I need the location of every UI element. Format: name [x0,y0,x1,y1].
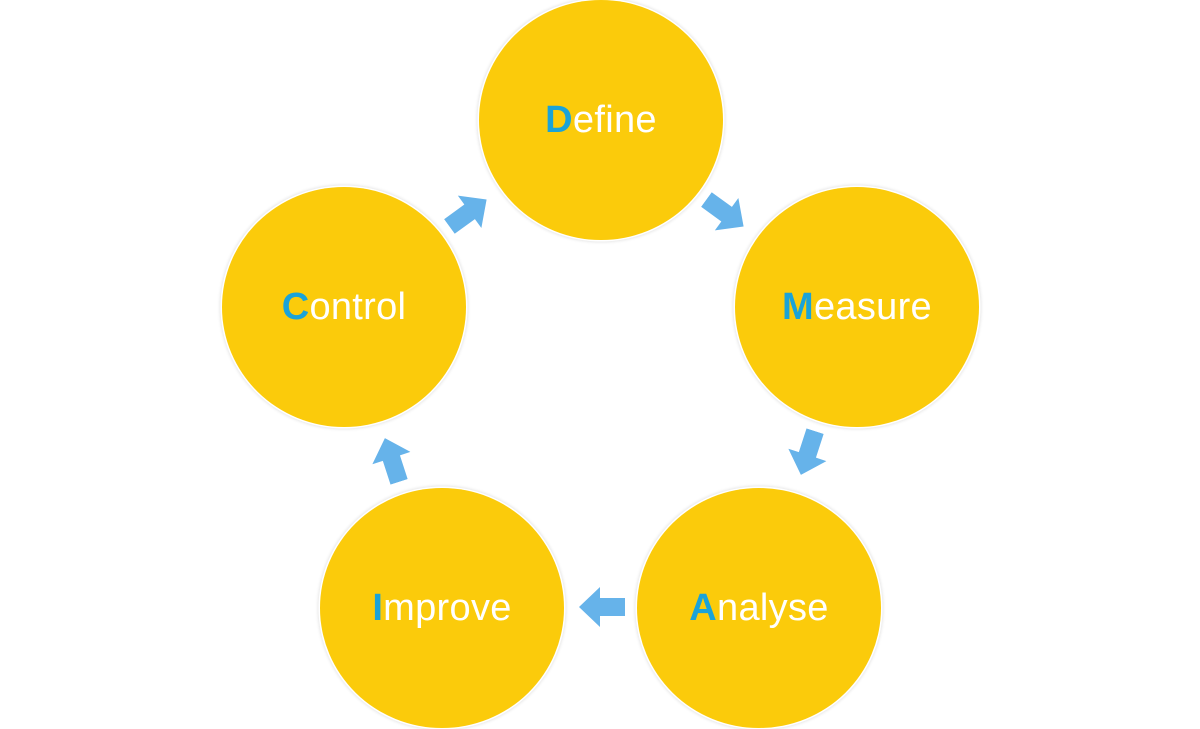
block-arrow-icon [444,195,487,234]
arrow-define-to-measure [695,183,756,242]
stage-control: Control [222,187,466,427]
stage-label: Define [545,101,657,139]
block-arrow-icon [579,587,625,627]
stage-initial-letter: C [281,286,310,328]
stage-label-rest: mprove [383,587,512,629]
stage-improve: Improve [320,488,564,728]
arrow-analyse-to-improve [579,587,625,627]
block-arrow-icon [788,428,827,475]
stage-measure: Measure [735,187,979,427]
stage-analyse: Analyse [637,488,881,728]
block-arrow-icon [701,192,744,231]
stage-initial-letter: I [372,587,384,629]
arrow-measure-to-analyse [782,425,834,481]
stage-label: Analyse [689,589,828,627]
stage-label: Measure [782,288,932,326]
arrow-control-to-define [438,183,499,242]
stage-label-rest: easure [813,286,932,328]
stage-define: Define [479,0,723,240]
stage-label-rest: nalyse [717,587,829,629]
stage-initial-letter: A [689,587,718,629]
arrow-improve-to-control [366,432,418,488]
stage-label: Improve [372,589,511,627]
stage-label-rest: efine [572,99,657,141]
block-arrow-icon [372,438,411,485]
stage-initial-letter: M [782,286,814,328]
stage-initial-letter: D [545,99,573,141]
stage-label-rest: ontrol [309,286,407,328]
stage-label: Control [282,288,407,326]
